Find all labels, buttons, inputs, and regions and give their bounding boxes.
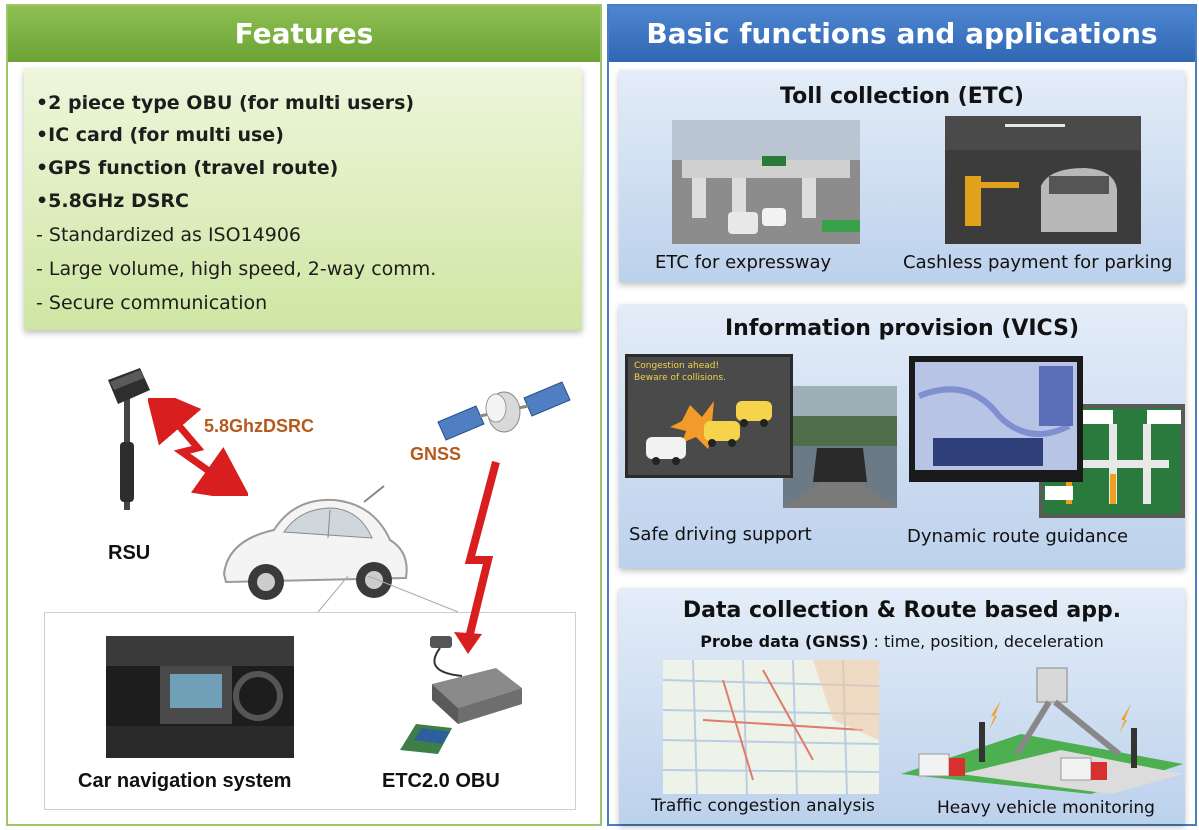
- parking-payment-photo: [945, 116, 1141, 244]
- connector-lines: [317, 576, 459, 613]
- feature-subitem: - Large volume, high speed, 2-way comm.: [36, 258, 437, 280]
- feature-item: •5.8GHz DSRC: [36, 190, 190, 212]
- feature-subitem: - Secure communication: [36, 292, 268, 314]
- feature-item: •IC card (for multi use): [36, 124, 284, 146]
- route-guidance-caption: Dynamic route guidance: [907, 526, 1129, 547]
- probe-data-label: Probe data (GNSS): [700, 632, 869, 651]
- etc-expressway-caption: ETC for expressway: [655, 252, 832, 273]
- gnss-label: GNSS: [410, 444, 462, 464]
- traffic-map-image: [663, 660, 879, 794]
- safe-driving-sign: Congestion ahead! Beware of collisions.: [625, 354, 793, 478]
- traffic-congestion-caption: Traffic congestion analysis: [651, 796, 875, 816]
- sign-text-line: Beware of collisions.: [634, 373, 726, 383]
- collision-cars-icon: [646, 401, 772, 465]
- heavy-vehicle-monitoring-image: [901, 667, 1183, 794]
- features-panel: Features •2 piece type OBU (for multi us…: [6, 4, 602, 826]
- features-list: •2 piece type OBU (for multi users) •IC …: [24, 68, 582, 330]
- parking-payment-caption: Cashless payment for parking: [903, 252, 1173, 273]
- features-header: Features: [8, 6, 600, 62]
- probe-data-description: : time, position, deceleration: [868, 632, 1104, 651]
- data-collection-title: Data collection & Route based app.: [682, 598, 1122, 623]
- heavy-vehicle-caption: Heavy vehicle monitoring: [937, 798, 1155, 818]
- obu-label: ETC2.0 OBU: [382, 770, 500, 792]
- satellite-icon: [437, 381, 571, 441]
- dsrc-label: 5.8GhzDSRC: [204, 416, 315, 436]
- toll-collection-section: Toll collection (ETC) ETC for expressway…: [619, 70, 1185, 282]
- feature-subitem: - Standardized as ISO14906: [36, 224, 302, 246]
- information-provision-section: Information provision (VICS) Congestion …: [619, 304, 1185, 568]
- data-collection-section: Data collection & Route based app. Probe…: [619, 588, 1185, 824]
- system-diagram: RSU 5.8GhzDSRC GNSS: [8, 336, 600, 824]
- navigation-screen-photo: [909, 356, 1083, 482]
- gnss-arrow-icon: [454, 460, 500, 654]
- feature-item: •GPS function (travel route): [36, 157, 339, 179]
- expressway-toll-photo: [672, 120, 860, 244]
- rsu-pole-icon: [108, 368, 150, 510]
- obu-device-icon: [400, 636, 522, 754]
- car-navigation-label: Car navigation system: [78, 770, 292, 792]
- rsu-label: RSU: [108, 542, 151, 564]
- car-navigation-photo: [106, 636, 294, 758]
- toll-title: Toll collection (ETC): [780, 84, 1024, 109]
- tunnel-photo: [783, 386, 897, 508]
- applications-header: Basic functions and applications: [609, 6, 1195, 62]
- sign-text-line: Congestion ahead!: [634, 361, 720, 371]
- car-icon: [222, 485, 408, 600]
- safe-driving-caption: Safe driving support: [629, 524, 812, 545]
- applications-panel: Basic functions and applications Toll co…: [607, 4, 1197, 826]
- feature-item: •2 piece type OBU (for multi users): [36, 92, 415, 114]
- dsrc-arrow-icon: [148, 398, 248, 496]
- vics-title: Information provision (VICS): [724, 316, 1080, 341]
- probe-data-subtitle: Probe data (GNSS) : time, position, dece…: [619, 632, 1185, 651]
